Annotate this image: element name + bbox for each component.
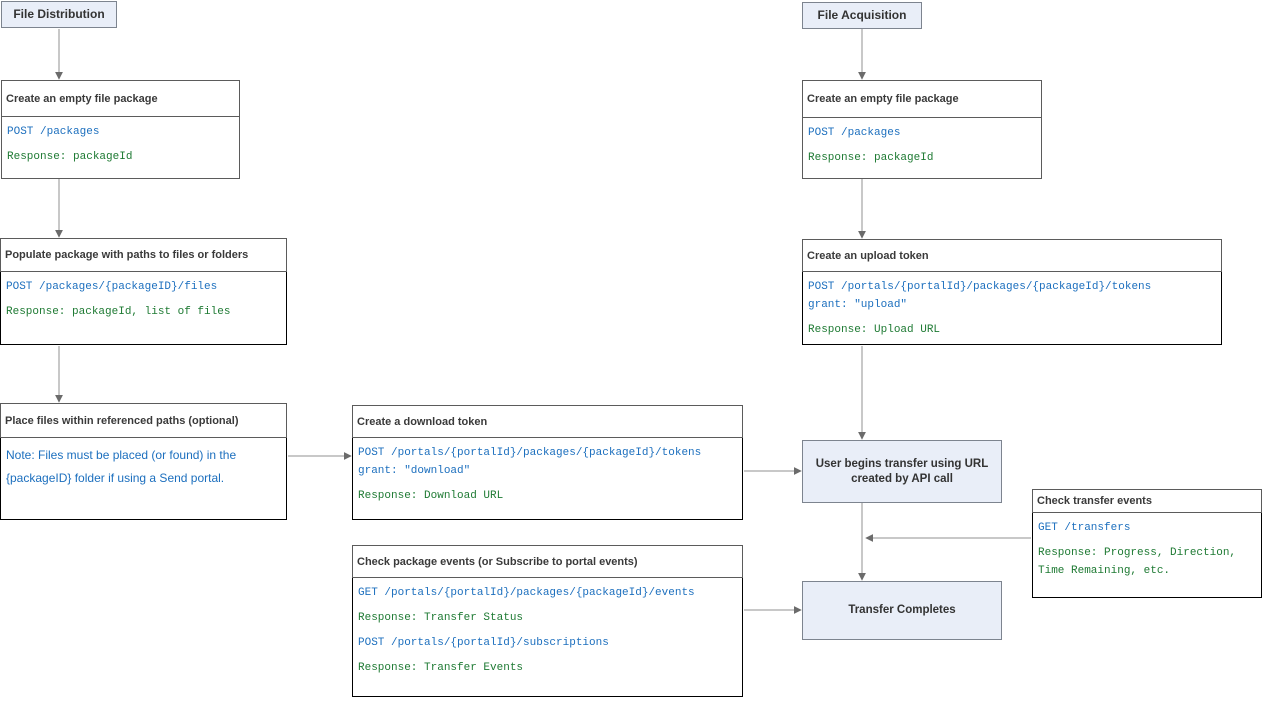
api-call: GET /portals/{portalId}/packages/{packag…: [358, 587, 695, 599]
api-response: Response: packageId, list of files: [6, 306, 231, 318]
step-title: Check package events (or Subscribe to po…: [352, 545, 743, 578]
step-body: POST /portals/{portalId}/packages/{packa…: [352, 437, 743, 520]
api-response: Response: Progress, Direction, Time Rema…: [1038, 547, 1237, 577]
step-body: POST /packages Response: packageId: [802, 117, 1042, 179]
step-title: Create an upload token: [802, 239, 1222, 272]
api-call: POST /portals/{portalId}/subscriptions: [358, 637, 609, 649]
box-check-transfer-events: Check transfer events GET /transfers Res…: [1032, 489, 1262, 598]
api-response: Response: Transfer Status: [358, 612, 524, 624]
api-call: POST /packages: [7, 126, 100, 138]
step-body: GET /portals/{portalId}/packages/{packag…: [352, 577, 743, 697]
api-response: Response: Transfer Events: [358, 662, 524, 674]
box-create-empty-package-distribution: Create an empty file package POST /packa…: [1, 80, 240, 179]
api-call: POST /portals/{portalId}/packages/{packa…: [358, 447, 702, 477]
step-title: Create a download token: [352, 405, 743, 438]
step-title: Create an empty file package: [802, 80, 1042, 118]
api-call: POST /packages: [808, 127, 901, 139]
step-title: Check transfer events: [1032, 489, 1262, 513]
box-check-package-events: Check package events (or Subscribe to po…: [352, 545, 743, 697]
api-call: POST /packages/{packageID}/files: [6, 281, 218, 293]
step-body: POST /packages Response: packageId: [1, 116, 240, 179]
step-title: Create an empty file package: [1, 80, 240, 117]
file-distribution-header: File Distribution: [1, 1, 117, 28]
transfer-completes-label: Transfer Completes: [848, 604, 956, 616]
note-text: Note: Files must be placed (or found) in…: [6, 448, 237, 485]
api-response: Response: packageId: [7, 151, 133, 163]
file-acquisition-label: File Acquisition: [817, 8, 907, 22]
box-place-files: Place files within referenced paths (opt…: [0, 403, 287, 520]
api-response: Response: Download URL: [358, 490, 504, 502]
box-populate-package: Populate package with paths to files or …: [0, 238, 287, 345]
box-transfer-completes: Transfer Completes: [802, 581, 1002, 640]
step-body: Note: Files must be placed (or found) in…: [0, 437, 287, 520]
box-user-begins-transfer: User begins transfer using URL created b…: [802, 440, 1002, 503]
step-body: POST /packages/{packageID}/files Respons…: [0, 271, 287, 345]
file-distribution-label: File Distribution: [13, 7, 105, 21]
step-body: POST /portals/{portalId}/packages/{packa…: [802, 271, 1222, 345]
box-create-upload-token: Create an upload token POST /portals/{po…: [802, 239, 1222, 345]
user-begins-transfer-label: User begins transfer using URL created b…: [815, 457, 989, 485]
step-title: Populate package with paths to files or …: [0, 238, 287, 272]
api-call: GET /transfers: [1038, 522, 1131, 534]
api-call: POST /portals/{portalId}/packages/{packa…: [808, 281, 1152, 311]
box-create-empty-package-acquisition: Create an empty file package POST /packa…: [802, 80, 1042, 179]
step-title: Place files within referenced paths (opt…: [0, 403, 287, 438]
box-create-download-token: Create a download token POST /portals/{p…: [352, 405, 743, 520]
api-response: Response: packageId: [808, 152, 934, 164]
api-response: Response: Upload URL: [808, 324, 941, 336]
step-body: GET /transfers Response: Progress, Direc…: [1032, 512, 1262, 598]
file-acquisition-header: File Acquisition: [802, 2, 922, 29]
